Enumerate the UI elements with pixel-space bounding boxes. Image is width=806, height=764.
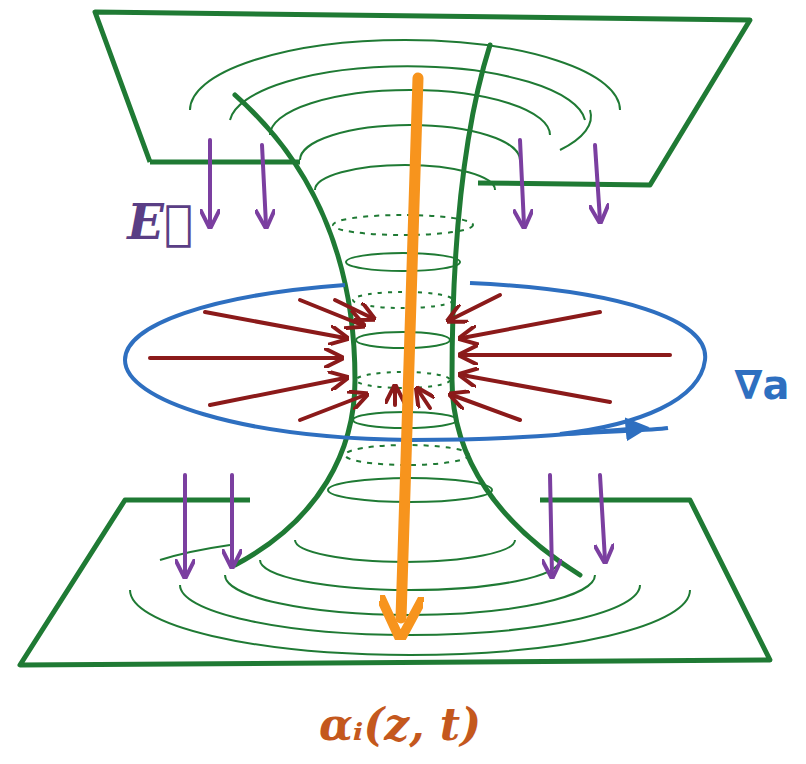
gradient-arrow xyxy=(462,375,610,402)
gradient-label: ∇a xyxy=(735,363,790,407)
ring xyxy=(333,215,473,235)
contour xyxy=(270,90,550,135)
contour xyxy=(160,545,230,560)
bottom-plane xyxy=(20,500,770,665)
field-arrow xyxy=(550,475,552,575)
field-arrow xyxy=(262,145,266,225)
ring xyxy=(353,292,453,308)
gradient-arrow xyxy=(300,395,365,420)
gradient-loop xyxy=(125,285,640,440)
contour xyxy=(190,40,620,110)
field-arrow xyxy=(595,145,600,220)
field-arrows xyxy=(185,140,605,575)
gradient-arrow xyxy=(335,300,372,318)
contour xyxy=(300,125,520,160)
plane-edge xyxy=(20,500,770,665)
ring xyxy=(356,332,450,348)
gradient-arrow xyxy=(150,356,340,360)
gradient-arrow xyxy=(452,395,520,420)
contour xyxy=(315,165,495,190)
contour xyxy=(130,590,690,655)
field-arrow xyxy=(600,475,605,560)
ring xyxy=(346,253,460,271)
field-label: E⃗ xyxy=(127,196,192,249)
gradient-arrow xyxy=(205,312,345,338)
field-arrow xyxy=(230,475,234,565)
plane-edge xyxy=(150,160,300,165)
axis-arrow xyxy=(401,78,418,618)
field-arrow xyxy=(183,475,187,575)
field-arrow xyxy=(208,140,212,225)
gradient-arrow xyxy=(450,295,500,320)
gradient-arrow xyxy=(418,390,430,408)
gradient-loop xyxy=(470,283,705,434)
gradient-arrow xyxy=(462,353,670,357)
gradient-arrow xyxy=(300,300,362,325)
gradient-arrow xyxy=(393,388,397,405)
contour xyxy=(260,560,560,590)
contour xyxy=(180,585,640,635)
field-arrow xyxy=(520,140,524,225)
contour xyxy=(225,575,595,615)
gradient-arrow xyxy=(210,378,345,405)
axis-label: αᵢ(z, t) xyxy=(319,701,481,749)
gradient-arrow xyxy=(462,312,600,338)
contour xyxy=(560,110,591,150)
